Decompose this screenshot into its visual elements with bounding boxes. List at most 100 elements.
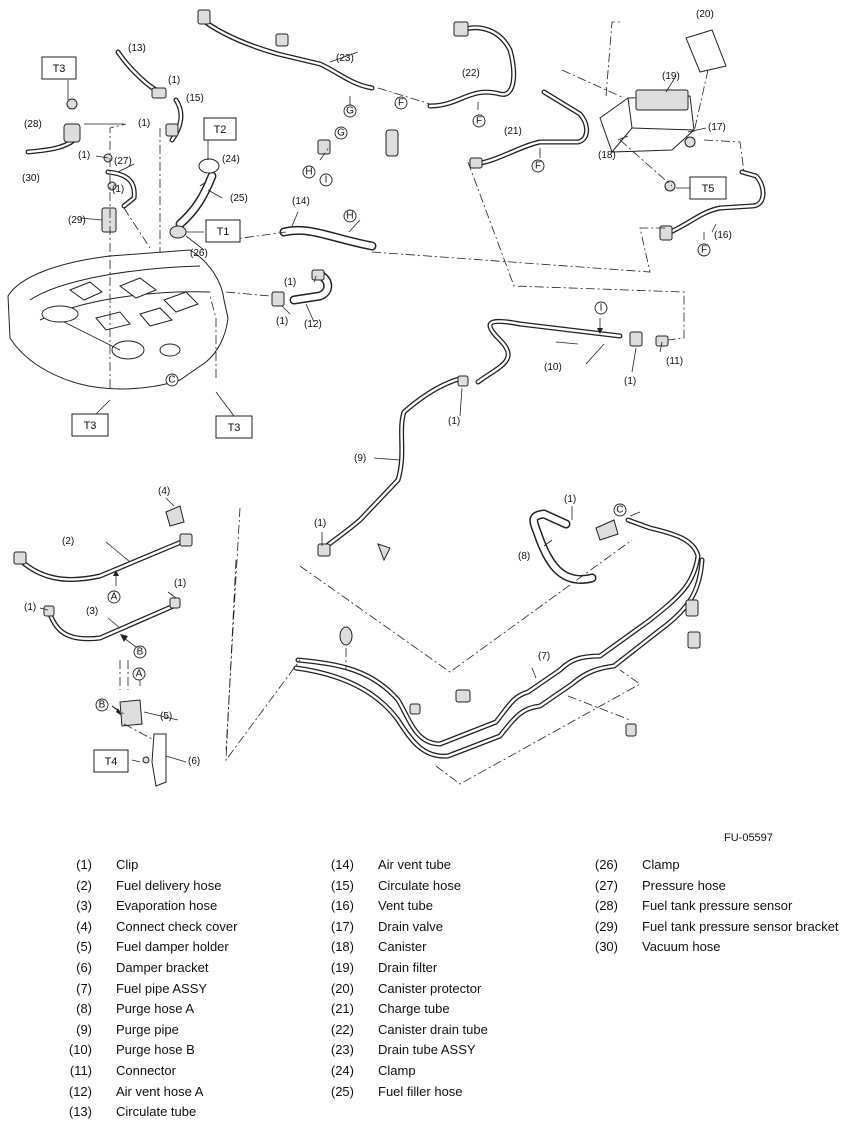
torque-box-t5: T5 <box>689 176 727 200</box>
callout-19: (19) <box>662 71 680 82</box>
connection-marker-b-lower: B <box>95 698 109 712</box>
legend-part-name: Damper bracket <box>116 959 209 975</box>
legend-row: (13) Circulate tube <box>56 1104 237 1125</box>
legend-row: (20) Canister protector <box>318 981 488 1002</box>
legend-part-number: (28) <box>594 898 618 914</box>
legend-row: (5)Fuel damper holder <box>56 939 237 960</box>
legend-part-name: Canister drain tube <box>378 1021 488 1037</box>
legend-part-name: Drain tube ASSY <box>378 1042 476 1058</box>
legend-row: (10)Purge hose B <box>56 1042 237 1063</box>
legend-row: (17) Drain valve <box>318 919 488 940</box>
callout-16: (16) <box>714 230 732 241</box>
legend-row: (4)Connect check cover <box>56 919 237 940</box>
legend-part-number: (17) <box>330 918 354 934</box>
connection-marker-h-1: H <box>302 165 316 179</box>
legend-part-name: Charge tube <box>378 1001 450 1017</box>
legend-part-number: (6) <box>76 959 92 975</box>
callout-17: (17) <box>708 122 726 133</box>
callout-11: (11) <box>666 356 683 367</box>
callout-8: (8) <box>518 551 530 562</box>
callout-6: (6) <box>188 756 200 767</box>
legend-part-name: Canister protector <box>378 980 482 996</box>
callout-25: (25) <box>230 193 248 204</box>
callout-30: (30) <box>22 173 40 184</box>
callout-1: (1) <box>174 578 186 589</box>
legend-part-number: (18) <box>330 939 354 955</box>
legend-part-number: (4) <box>76 918 92 934</box>
legend-row: (16)Vent tube <box>318 898 488 919</box>
torque-box-t4: T4 <box>93 749 129 773</box>
callout-28: (28) <box>24 119 42 130</box>
connection-ref-label: F <box>398 98 404 109</box>
legend-part-name: Circulate hose <box>378 877 462 893</box>
connection-ref-label: G <box>346 106 354 117</box>
legend-row: (12)Air vent hose A <box>56 1084 237 1105</box>
connection-marker-c-tank: C <box>165 373 179 387</box>
legend-part-number: (2) <box>76 877 92 893</box>
legend-row: (29)Fuel tank pressure sensor bracket <box>582 919 839 940</box>
legend-part-number: (20) <box>330 980 354 996</box>
vent-tube <box>659 169 766 241</box>
callout-1: (1) <box>138 118 150 129</box>
callout-1: (1) <box>24 602 36 613</box>
legend-part-name: Connector <box>116 1062 176 1078</box>
callout-13: (13) <box>128 43 146 54</box>
legend-part-name: Circulate tube <box>116 1104 197 1120</box>
legend-row: (14)Air vent tube <box>318 857 488 878</box>
damper-bracket-assembly <box>119 699 167 787</box>
legend-part-number: (30) <box>594 939 618 955</box>
legend-part-name: Drain valve <box>378 918 444 934</box>
legend-row: (24)Clamp <box>318 1063 488 1084</box>
legend-row: (26)Clamp <box>582 857 839 878</box>
legend-part-number: (13) <box>68 1104 92 1120</box>
torque-box-t3-right: T3 <box>215 415 253 439</box>
legend-row: (22) Canister drain tube <box>318 1022 488 1043</box>
connection-ref-label: A <box>111 592 118 603</box>
torque-box-t1: T1 <box>205 219 241 243</box>
connection-marker-a: A <box>107 590 121 604</box>
callout-10: (10) <box>544 362 562 373</box>
callout-5: (5) <box>160 711 172 722</box>
connection-ref-label: B <box>137 647 144 658</box>
legend-part-name: Purge hose B <box>116 1042 195 1058</box>
connection-marker-i-2: I <box>594 301 608 315</box>
callout-1: (1) <box>284 277 296 288</box>
torque-box-t3-left: T3 <box>71 413 109 437</box>
callout-1: (1) <box>564 494 576 505</box>
legend-row: (8)Purge hose A <box>56 1001 237 1022</box>
leader-lines <box>39 51 717 763</box>
legend-part-name: Drain filter <box>378 959 438 975</box>
canister-drain-tube <box>427 21 517 109</box>
legend-part-name: Fuel tank pressure sensor bracket <box>642 918 839 934</box>
callout-7: (7) <box>538 651 550 662</box>
callout-12: (12) <box>304 319 322 330</box>
legend-part-number: (12) <box>68 1083 92 1099</box>
figure-code: FU-05597 <box>724 832 773 844</box>
connection-ref-label: F <box>701 245 707 256</box>
legend-part-name: Clamp <box>642 857 680 872</box>
connection-marker-f-2: F <box>472 114 486 128</box>
legend-part-name: Canister <box>378 939 427 955</box>
connection-ref-label: H <box>346 211 353 222</box>
legend-part-name: Fuel tank pressure sensor <box>642 898 793 914</box>
legend-column-1: (1)Clip(2)Fuel delivery hose(3)Evaporati… <box>56 857 238 1125</box>
legend-part-name: Fuel filler hose <box>378 1083 463 1099</box>
legend-row: (19)Drain filter <box>318 960 488 981</box>
air-vent-tube <box>271 225 377 307</box>
legend-part-number: (15) <box>330 877 354 893</box>
legend-part-name: Fuel pipe ASSY <box>116 980 208 996</box>
legend-part-name: Clip <box>116 857 139 872</box>
connection-ref-label: F <box>476 116 482 127</box>
legend-row: (27)Pressure hose <box>582 878 839 899</box>
delivery-and-evap-hoses <box>13 505 193 642</box>
legend-part-number: (22) <box>330 1021 354 1037</box>
legend-row: (18) Canister <box>318 939 488 960</box>
callout-29: (29) <box>68 215 86 226</box>
torque-ref-label: T2 <box>214 124 227 136</box>
connection-marker-b-upper: B <box>133 645 147 659</box>
callout-1: (1) <box>624 376 636 387</box>
connection-marker-f-3: F <box>531 159 545 173</box>
legend-row: (2) Fuel delivery hose <box>56 878 237 899</box>
legend-part-name: Fuel delivery hose <box>116 877 222 893</box>
legend-part-number: (24) <box>330 1062 354 1078</box>
